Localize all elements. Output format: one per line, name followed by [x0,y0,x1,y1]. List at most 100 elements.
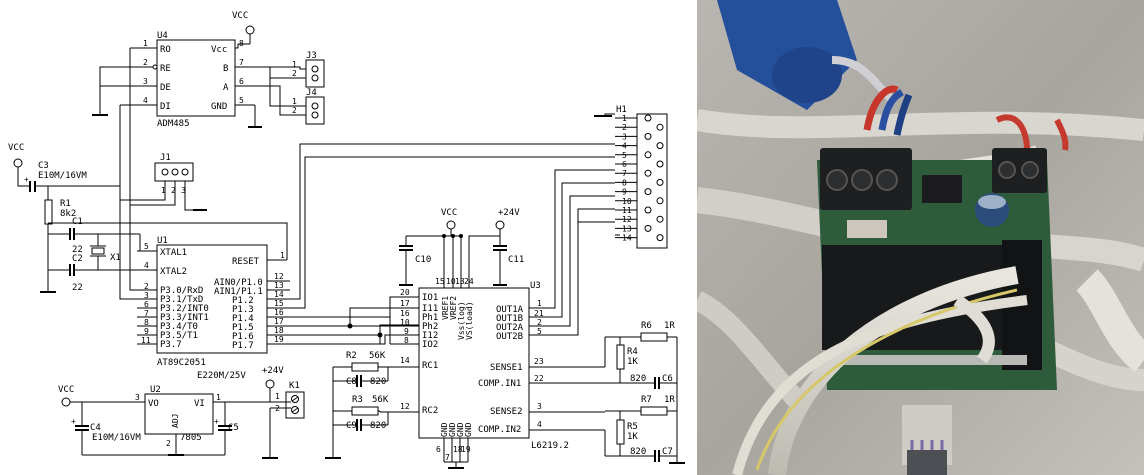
u2-num-3: 3 [135,393,140,402]
u2-ref: U2 [150,385,161,395]
h1-contact-14 [656,234,664,242]
u1-p12: P1.2 [232,296,254,306]
u1-mcu: U1 AT89C2051 XTAL1 XTAL2 P3.0/RxD P3.1/T… [48,48,615,368]
r2-resistor [351,362,379,372]
j4-connector [305,96,325,125]
r3-ref: R3 [352,395,363,405]
u1-xtal1: XTAL1 [160,248,187,258]
j3-label: J3 [306,51,317,61]
u2-vi: VI [194,399,205,409]
c4-ref: C4 [90,423,101,433]
u1-p32: P3.2/INT0 [160,304,209,314]
j1-connector: J1 1 2 3 [120,153,207,211]
vcc-label-u3: VCC [441,208,457,218]
u1-p30: P3.0/RxD [160,286,203,296]
u2-body [144,393,214,435]
h1-contact-10 [656,197,664,205]
u1-p34: P3.4/T0 [160,322,198,332]
u2-part: 7805 [180,433,202,443]
u3-gnum-3: 19 [461,445,471,454]
u4-part: ADM485 [157,119,190,129]
u3-body [418,287,530,439]
u3-supply: VCC C10 +24V C11 [399,208,524,288]
u1-rnum-4: 15 [274,299,284,308]
u1-ref: U1 [157,236,168,246]
u1-p37: P3.7 [160,340,182,350]
u1-reset: RESET [232,257,260,267]
u3-tnum-3: 24 [464,277,474,286]
u1-p13: P1.3 [232,305,254,315]
u3-rnum-3: 5 [537,327,542,336]
u1-p17: P1.7 [232,341,254,351]
h1-contact-12 [656,215,664,223]
h1-contact-1 [644,114,652,122]
u3-rnum-2: 2 [537,318,542,327]
u2-num-2: 2 [166,439,171,448]
u3-out2b: OUT2B [496,332,523,342]
j1-label: J1 [160,153,171,163]
u1-rnum-1: 12 [274,272,284,281]
u4-pin-di: DI [160,102,171,112]
c6-val: 820 [630,374,646,384]
u1-rnum-3: 14 [274,290,284,299]
board-photo-drawing [697,0,1144,475]
u1-p11: AIN1/P1.1 [214,287,263,297]
u3-lnum-7: 12 [400,402,410,411]
u1-p10: AIN0/P1.0 [214,278,263,288]
u3-rnum-0: 1 [537,299,542,308]
u3-sense2: SENSE2 [490,407,523,417]
u3-vref1: VREF1 [441,296,450,320]
u2-vo: VO [148,399,159,409]
vcc-label-u4: VCC [232,11,248,21]
u2-num-1: 1 [216,393,221,402]
u3-driver: U3 L6219.2 15 10 13 24 VREF1 VREF2 Vss(l… [380,169,620,469]
j1-pin2: 2 [171,186,176,195]
u3-rnum-7: 4 [537,420,542,429]
r7-resistor [640,406,668,416]
j4-pin1: 1 [292,97,297,106]
u4-pin-vcc: Vcc [211,45,227,55]
rc-networks: R2 56K C8 820 R3 56K C9 820 [325,351,389,459]
c2-ref: C2 [72,254,83,264]
u1-lnum-3: 3 [144,291,149,300]
u1-rnum-2: 13 [274,281,284,290]
u3-ph1: Ph1 [422,313,438,323]
u3-io1: IO1 [422,293,438,303]
u3-out1a: OUT1A [496,305,524,315]
u3-rnum-5: 22 [534,374,544,383]
r4-ref: R4 [627,347,638,357]
u3-part: L6219.2 [531,441,569,451]
u3-rnum-4: 23 [534,357,544,366]
r3-val: 56K [372,395,389,405]
c7-val: 820 [630,447,646,457]
board-photo [697,0,1144,475]
u3-sense1: SENSE1 [490,363,523,373]
r4-val: 1K [627,357,638,367]
u1-p35: P3.5/T1 [160,331,198,341]
r6-val: 1R [664,321,675,331]
x1-crystal [91,247,105,255]
u4-num-3: 3 [143,77,148,86]
r5-val: 1K [627,432,638,442]
u1-rnum-6: 17 [274,317,284,326]
c2-val: 22 [72,283,83,293]
u1-p16: P1.6 [232,332,254,342]
r3-resistor [351,406,379,416]
u4-num-7: 7 [239,58,244,67]
r1-ref: R1 [60,199,71,209]
vcc-label-c3: VCC [8,143,24,153]
h1-body [636,113,668,249]
c11-ref: C11 [508,255,524,265]
u3-gnum-0: 6 [436,445,441,454]
u4-pin-gnd: GND [211,102,227,112]
u4-body [156,39,236,117]
u4-num-5: 5 [239,96,244,105]
u3-vss: Vss(log) [457,301,466,340]
u3-gnum-1: 7 [445,453,450,462]
r2-val: 56K [369,351,386,361]
u3-gnd-1: GND [440,422,449,437]
h1-contact-6 [656,160,664,168]
u1-rnum-0: 1 [280,251,285,260]
r4-resistor [616,344,625,370]
c5-val: E220M/25V [197,371,246,381]
